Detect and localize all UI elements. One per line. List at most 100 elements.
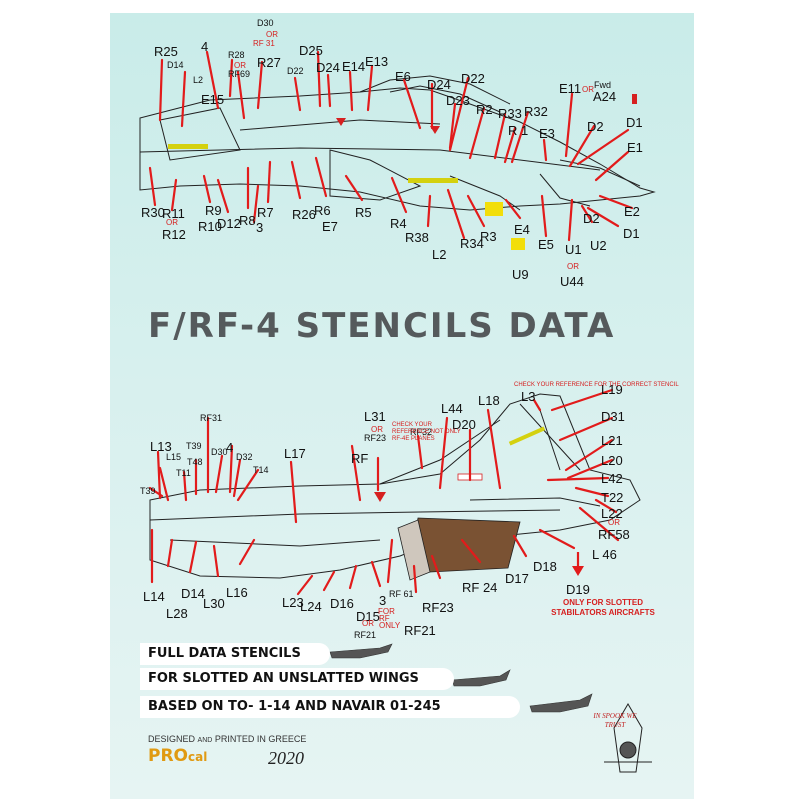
- brand-cal: cal: [188, 750, 208, 764]
- bottom-stencil-label-16: OR: [371, 425, 383, 434]
- top-stencil-label-45: R38: [405, 230, 429, 245]
- designed-printed-text: DESIGNED AND PRINTED IN GREECE: [148, 734, 306, 744]
- top-stencil-label-30: D1: [626, 115, 643, 130]
- top-stencil-label-23: R32: [524, 104, 548, 119]
- top-stencil-label-59: OR: [166, 218, 178, 227]
- top-stencil-label-20: D23: [446, 93, 470, 108]
- bottom-red-triangle: [374, 492, 386, 502]
- top-red-triangle: [336, 118, 346, 126]
- bottom-stencil-label-20: L17: [284, 446, 306, 461]
- top-stencil-label-46: L2: [432, 247, 447, 262]
- top-stencil-label-32: E1: [627, 140, 643, 155]
- bottom-stencil-label-6: T22: [601, 490, 624, 505]
- top-stencil-label-9: RF69: [228, 69, 251, 79]
- page-title: F/RF-4 STENCILS DATA: [148, 306, 616, 346]
- bottom-stencil-label-12: L44: [441, 401, 463, 416]
- bottom-stencil-label-13: D20: [452, 417, 476, 432]
- bottom-yellow-stripe: [508, 426, 546, 446]
- top-yellow-panel: [485, 202, 503, 216]
- u9-swatch: [511, 238, 525, 250]
- top-stencil-label-39: U44: [560, 274, 584, 289]
- top-stencil-label-43: R3: [480, 229, 497, 244]
- bottom-stencil-label-35: L16: [226, 585, 248, 600]
- bottom-stencil-label-47: RF23: [422, 600, 454, 615]
- top-stencil-label-49: R5: [355, 205, 372, 220]
- top-stencil-label-33: E2: [624, 204, 640, 219]
- top-stencil-label-11: D22: [287, 66, 304, 76]
- bottom-stencil-label-31: L14: [143, 589, 165, 604]
- top-stencil-label-2: RF 31: [253, 39, 275, 48]
- top-stencil-label-16: D24: [427, 77, 451, 92]
- bottom-stencil-label-39: D15: [356, 609, 380, 624]
- bottom-stencil-label-10: L 46: [592, 547, 617, 562]
- bottom-stencil-label-43: FOR: [378, 607, 395, 616]
- top-stencil-label-17: D22: [461, 71, 485, 86]
- top-stencil-label-56: R10: [198, 219, 222, 234]
- top-stencil-label-24: R 1: [508, 123, 529, 138]
- top-stencil-label-53: R8: [239, 213, 256, 228]
- bottom-stencil-label-26: T11: [176, 468, 191, 478]
- banner-full-data: FULL DATA STENCILS: [140, 643, 330, 665]
- top-leader-lines: [148, 50, 634, 242]
- bottom-stencil-label-3: L21: [601, 433, 623, 448]
- bottom-stencil-label-41: RF21: [354, 630, 377, 640]
- top-stencil-label-18: L2: [193, 75, 204, 85]
- top-stencil-label-58: R11: [162, 206, 185, 221]
- top-aircraft-outline: [139, 75, 656, 211]
- top-stencil-label-31: E3: [539, 126, 555, 141]
- top-stencil-label-47: R4: [390, 216, 407, 231]
- motto-text: IN SPOOK WE TRUST: [593, 712, 637, 729]
- top-stencil-label-28: A24: [593, 89, 617, 104]
- fwd-marker: [632, 94, 637, 104]
- note-check-reference: CHECK YOUR REFERENCE FOR THE CORRECT STE…: [514, 382, 679, 388]
- bottom-stencil-label-51: D18: [533, 559, 557, 574]
- bottom-stencil-label-44: RF: [379, 614, 390, 623]
- bottom-stencil-label-21: L13: [150, 439, 172, 454]
- bottom-stencil-label-14: RF32: [410, 427, 433, 437]
- bottom-stencil-label-52: D19: [566, 582, 590, 597]
- bottom-stencil-label-1: L19: [601, 382, 623, 397]
- bottom-stencil-label-17: RF23: [364, 433, 387, 443]
- top-stencil-label-60: R12: [162, 227, 186, 242]
- top-yellow-stencil-a: [168, 144, 208, 149]
- slotted-note: ONLY FOR SLOTTED STABILATORS AIRCRAFTS: [551, 598, 655, 617]
- top-stencil-label-34: D2: [583, 211, 600, 226]
- top-stencil-label-12: D24: [316, 60, 340, 75]
- top-stencil-label-0: D30: [257, 18, 274, 28]
- and-word: AND: [197, 737, 213, 744]
- bottom-leader-lines: [148, 388, 620, 596]
- bottom-stencil-label-40: OR: [362, 619, 374, 628]
- top-stencil-label-55: D12: [217, 216, 241, 231]
- bottom-stencil-label-49: RF 24: [462, 580, 498, 595]
- bottom-stencil-label-42: 3: [379, 593, 387, 608]
- bottom-stencil-label-27: D30: [211, 447, 228, 457]
- top-stencil-label-13: E14: [342, 59, 366, 74]
- banner-aircraft-icons: [329, 643, 593, 713]
- bottom-stencil-label-15: L31: [364, 409, 386, 424]
- bottom-aircraft-outline: [149, 393, 641, 579]
- top-stencil-label-27: Fwd: [594, 80, 612, 90]
- bottom-stencil-label-25: T48: [187, 457, 203, 467]
- top-stencil-label-40: E5: [538, 237, 554, 252]
- printed-word: PRINTED: [214, 734, 255, 744]
- top-stencil-label-3: R25: [154, 44, 178, 59]
- banner-based-on: BASED ON TO- 1-14 AND NAVAIR 01-245: [140, 696, 520, 718]
- top-stencil-label-5: D25: [299, 43, 323, 58]
- top-stencil-label-4: 4: [201, 39, 209, 54]
- top-stencil-label-54: 3: [256, 220, 264, 235]
- top-yellow-stencil-b: [408, 178, 458, 183]
- top-stencil-label-25: E11: [559, 81, 582, 96]
- top-stencil-label-50: R6: [314, 203, 331, 218]
- unit-badge-icon: [604, 703, 652, 773]
- banner-slatted: FOR SLOTTED AN UNSLATTED WINGS: [140, 668, 454, 690]
- bottom-stencil-label-37: L24: [300, 599, 322, 614]
- bottom-stencil-label-28: 4: [226, 440, 234, 455]
- designed-word: DESIGNED: [148, 734, 196, 744]
- bottom-stencil-label-5: L42: [601, 471, 623, 486]
- d19-arrow-head: [572, 566, 584, 576]
- bottom-stencil-label-2: D31: [601, 409, 625, 424]
- top-stencil-label-19: E15: [201, 92, 225, 107]
- bottom-stencil-label-30: T14: [253, 465, 269, 475]
- bottom-stencil-label-22: L15: [166, 452, 182, 462]
